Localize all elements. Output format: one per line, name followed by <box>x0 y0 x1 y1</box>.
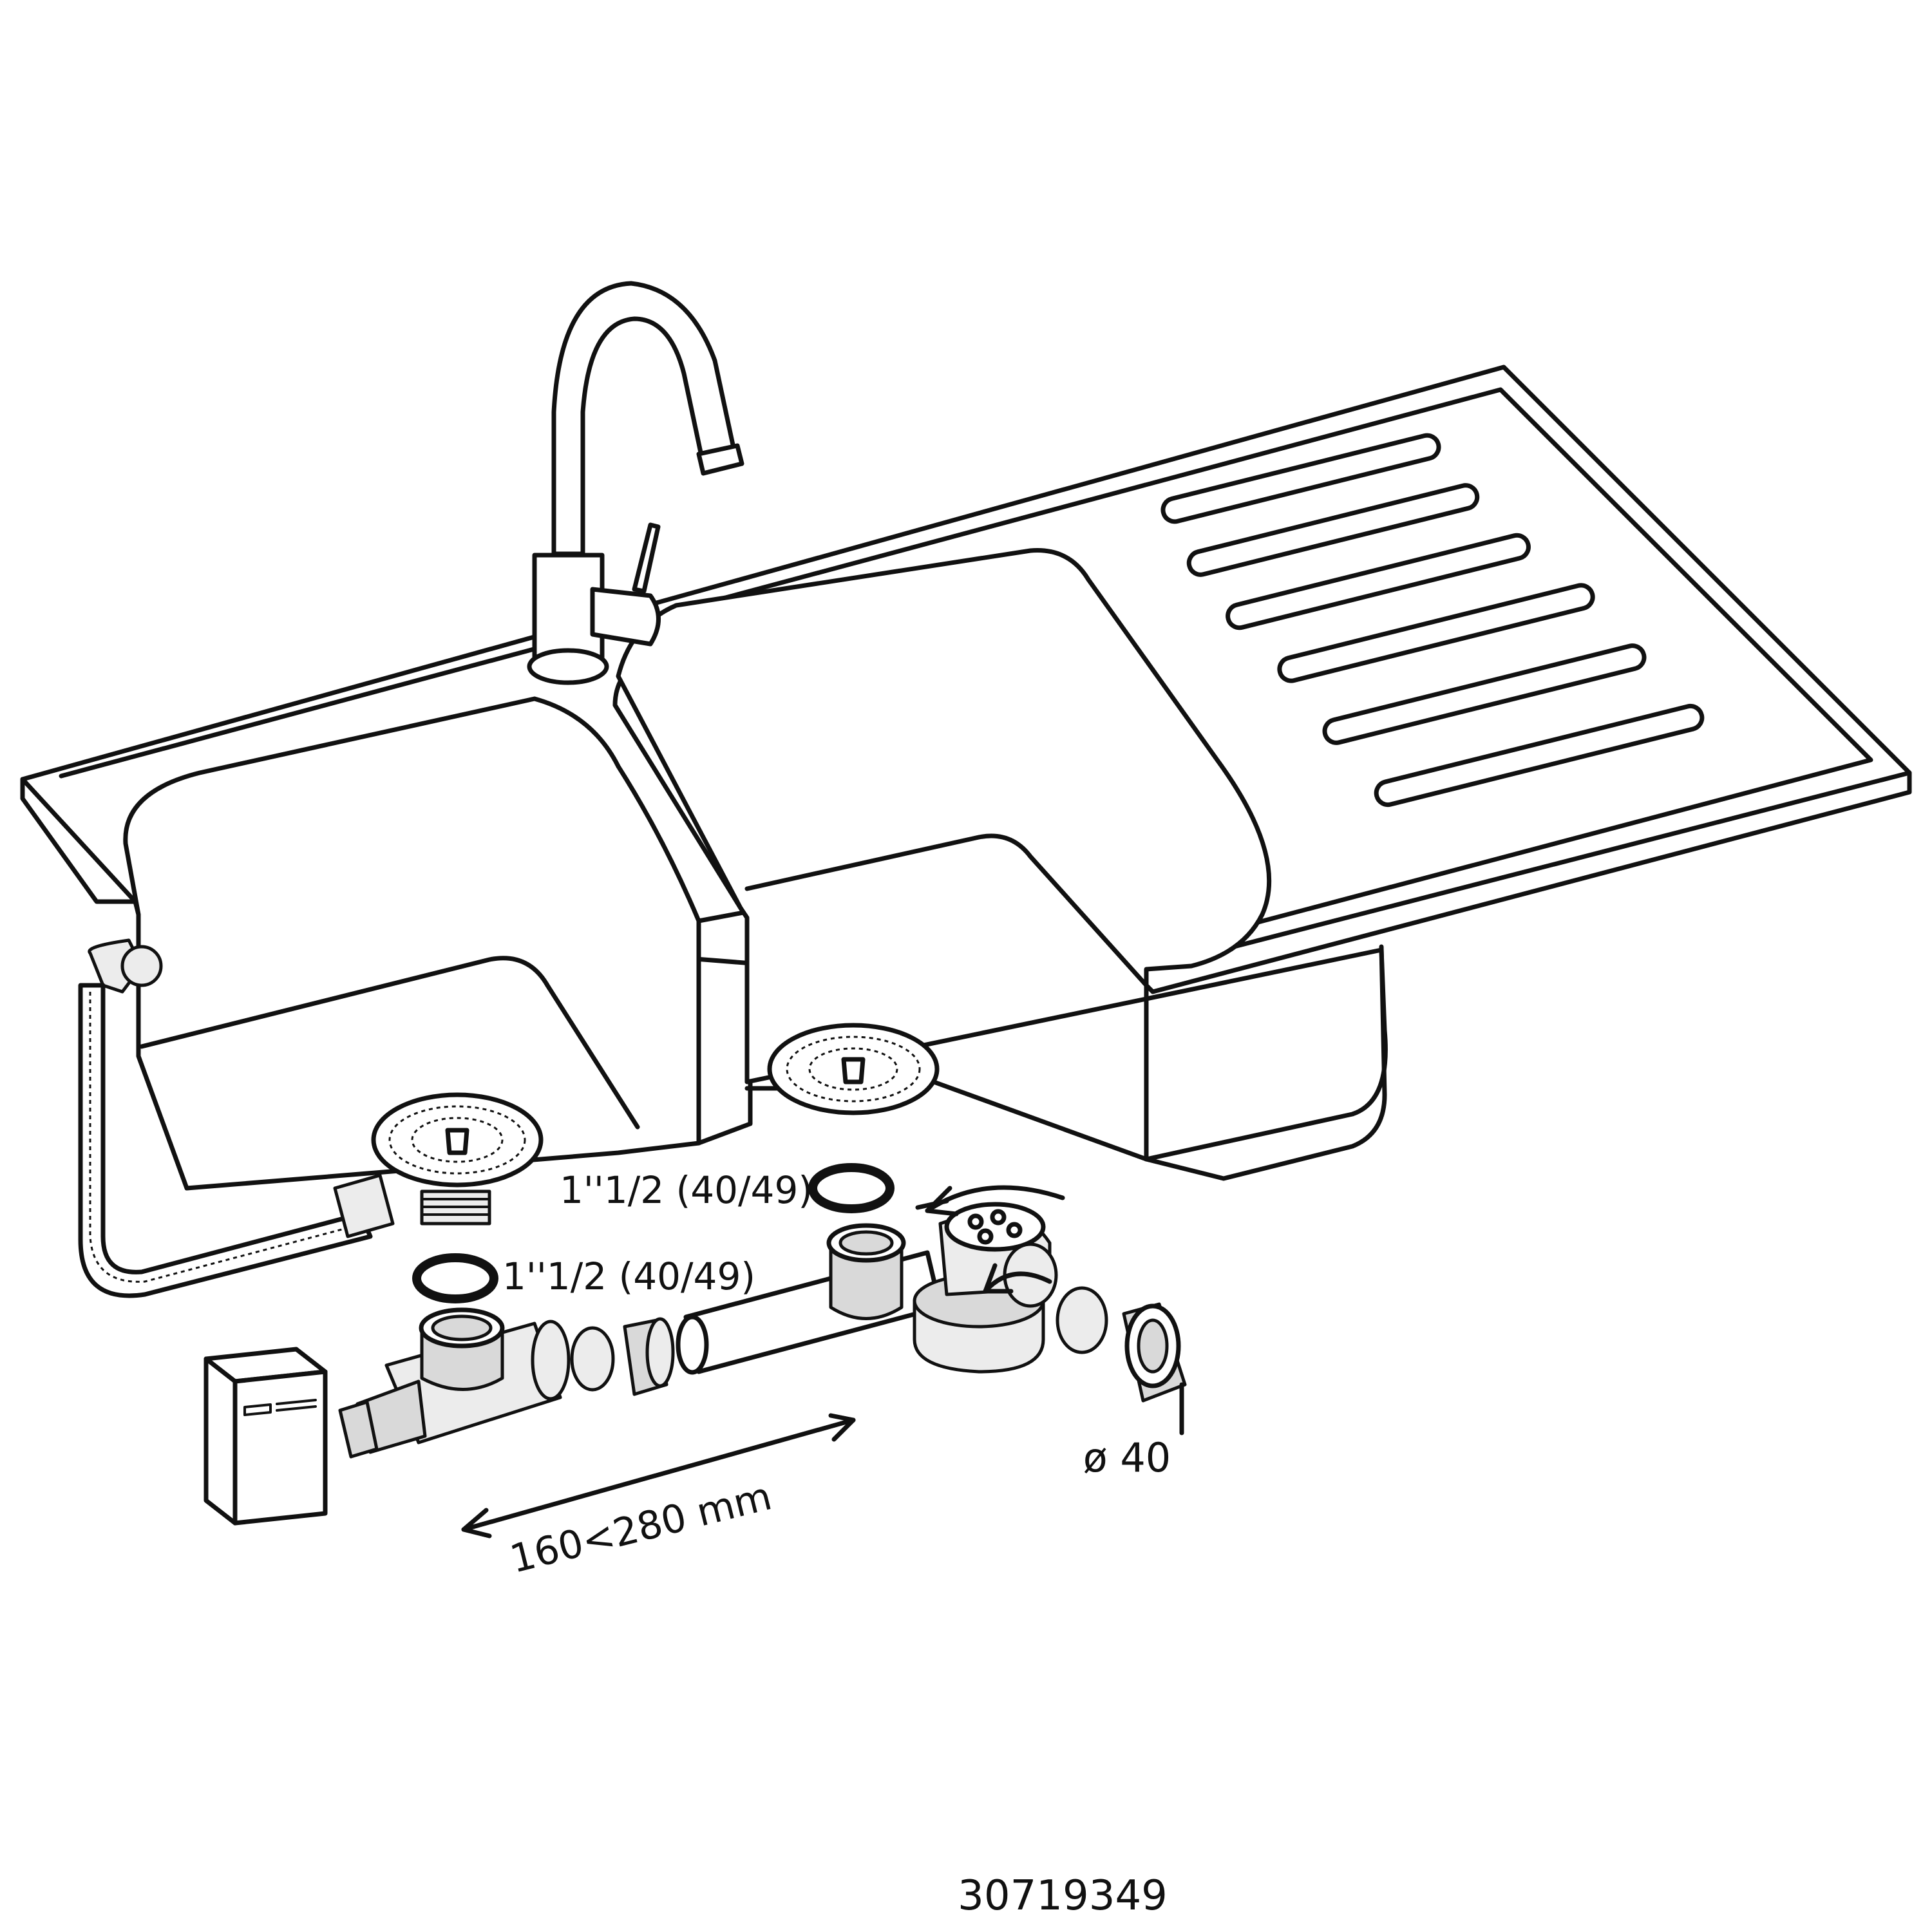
seal-ring-middle <box>570 1326 615 1392</box>
strainer-large-bowl <box>767 1023 940 1115</box>
overflow-hose-connector <box>333 1173 395 1238</box>
overflow-hose <box>78 938 395 1298</box>
reference-number: 30719349 <box>958 1872 1168 1920</box>
seal-ring-upper <box>808 1163 895 1213</box>
length-dimension-arrow <box>461 1413 856 1539</box>
sink-rim-right-edge <box>1144 770 1912 994</box>
strainer-small-bowl <box>371 1092 544 1226</box>
slip-nut-left <box>623 1317 675 1396</box>
large-bowl-floor-line <box>744 833 1149 988</box>
upper-seal-pointer <box>915 1198 949 1210</box>
faucet-lever <box>632 522 661 594</box>
sink-unit <box>20 365 1912 1191</box>
drainer-grooves <box>1160 433 1705 808</box>
large-bowl-basin <box>616 548 1388 1162</box>
faucet <box>527 281 744 685</box>
seal-ring-outlet <box>1056 1286 1108 1354</box>
bottle-trap <box>826 1202 1058 1374</box>
outlet-nut <box>1122 1302 1187 1403</box>
rotate-arrow-mid <box>983 1271 1052 1294</box>
seal-size-label-lower: 1''1/2 (40/49) <box>502 1255 755 1298</box>
length-range-label: 160<280 mm <box>506 1473 776 1582</box>
washing-machine-tee <box>338 1307 571 1459</box>
large-bowl-outer-side <box>1144 944 1387 1181</box>
overflow-outlet <box>120 945 163 987</box>
faucet-spout-tip <box>696 443 744 476</box>
rotate-arrow-mid-head <box>983 1263 1014 1294</box>
small-bowl <box>123 696 701 1191</box>
faucet-base <box>527 648 609 685</box>
faucet-handle <box>590 587 661 647</box>
sink-inner-rim <box>59 387 1873 949</box>
seal-size-label-upper: 1''1/2 (40/49) <box>560 1168 813 1212</box>
overflow-hose-tube <box>78 983 373 1298</box>
sink-rim-front-edge <box>20 777 138 904</box>
washing-machine-icon <box>204 1347 328 1526</box>
small-bowl-bottom-edge <box>139 956 640 1130</box>
diameter-label: ø 40 <box>1083 1434 1171 1481</box>
faucet-spout <box>551 281 737 556</box>
rotate-arrow-top-head <box>925 1186 959 1217</box>
seal-ring-lower <box>412 1253 498 1303</box>
